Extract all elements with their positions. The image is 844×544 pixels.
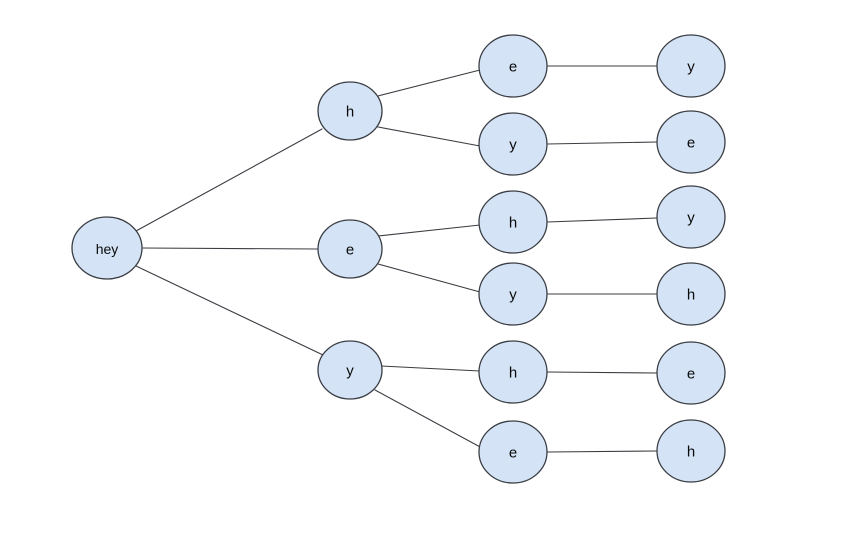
tree-node-l2-e-y[interactable]: y (478, 262, 548, 326)
tree-node-l3-ehy[interactable]: y (656, 185, 726, 249)
tree-edge-l1-y-to-l2-y-e (374, 389, 483, 449)
tree-node-l1-e[interactable]: e (317, 219, 383, 279)
node-ellipse-l3-hye (656, 110, 726, 174)
node-ellipse-l3-hey (656, 34, 726, 98)
tree-edge-root-to-l1-y (135, 265, 324, 356)
node-ellipse-l3-ehy (656, 185, 726, 249)
node-ellipse-l1-h (317, 81, 383, 141)
tree-node-l2-h-y[interactable]: y (478, 112, 548, 176)
tree-node-l1-h[interactable]: h (317, 81, 383, 141)
tree-node-l2-e-h[interactable]: h (478, 190, 548, 254)
tree-edge-l2-y-h-to-l3-yhe (546, 371, 658, 374)
tree-node-l2-h-e[interactable]: e (478, 34, 548, 98)
tree-node-root[interactable]: hey (71, 216, 143, 280)
tree-node-l3-hye[interactable]: e (656, 110, 726, 174)
tree-node-l2-y-e[interactable]: e (478, 420, 548, 484)
node-ellipse-l2-y-e (478, 420, 548, 484)
tree-edge-l1-h-to-l2-h-e (377, 69, 481, 97)
node-ellipse-l2-y-h (478, 340, 548, 404)
tree-node-l2-y-h[interactable]: h (478, 340, 548, 404)
tree-edge-l1-e-to-l2-e-h (377, 224, 481, 237)
node-ellipse-l2-e-y (478, 262, 548, 326)
tree-edge-root-to-l1-h (135, 128, 323, 232)
tree-node-l3-hey[interactable]: y (656, 34, 726, 98)
tree-edge-l2-y-e-to-l3-yeh (546, 450, 658, 453)
tree-edge-l2-e-h-to-l3-ehy (546, 217, 658, 223)
tree-edge-l1-h-to-l2-h-y (377, 126, 481, 147)
tree-node-l3-eyh[interactable]: h (656, 262, 726, 326)
tree-edge-root-to-l1-e (141, 247, 319, 250)
node-ellipse-l3-yhe (656, 341, 726, 405)
tree-node-l3-yeh[interactable]: h (656, 419, 726, 483)
node-ellipse-l1-y (317, 340, 383, 400)
node-ellipse-l1-e (317, 219, 383, 279)
tree-edge-l2-h-y-to-l3-hye (546, 141, 658, 145)
node-ellipse-l3-eyh (656, 262, 726, 326)
tree-node-l3-yhe[interactable]: e (656, 341, 726, 405)
node-ellipse-l2-h-y (478, 112, 548, 176)
edges-layer (135, 65, 658, 453)
tree-edge-l1-y-to-l2-y-h (380, 365, 481, 372)
tree-edge-l1-e-to-l2-e-y (377, 263, 481, 293)
tree-node-l1-y[interactable]: y (317, 340, 383, 400)
node-ellipse-l3-yeh (656, 419, 726, 483)
node-ellipse-root (71, 216, 143, 280)
node-ellipse-l2-e-h (478, 190, 548, 254)
node-ellipse-l2-h-e (478, 34, 548, 98)
